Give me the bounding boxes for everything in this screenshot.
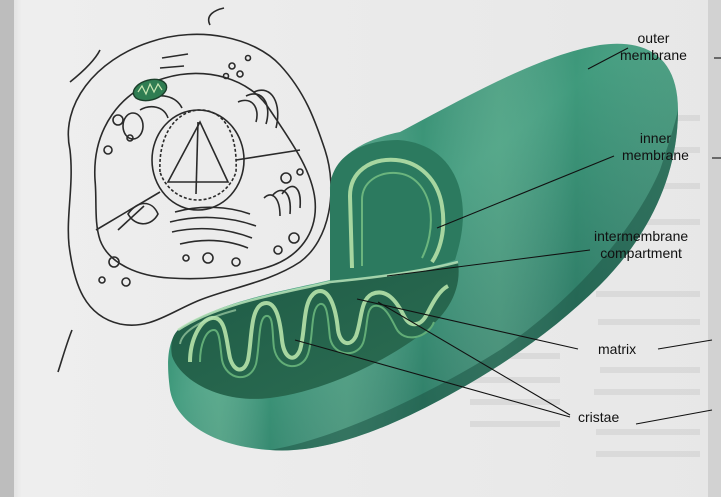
label-outer-membrane-line2: membrane — [620, 47, 687, 64]
label-intermembrane-line1: intermembrane — [594, 228, 688, 245]
label-inner-membrane: inner membrane — [622, 130, 689, 164]
label-outer-membrane-line1: outer — [620, 30, 687, 47]
label-intermembrane-line2: compartment — [594, 245, 688, 262]
page-left-edge — [0, 0, 14, 497]
label-matrix: matrix — [598, 341, 636, 358]
page-right-strip — [708, 0, 721, 497]
label-intermembrane-compartment: intermembrane compartment — [594, 228, 688, 262]
label-inner-membrane-line2: membrane — [622, 147, 689, 164]
label-inner-membrane-line1: inner — [622, 130, 689, 147]
label-cristae: cristae — [578, 409, 619, 426]
label-outer-membrane: outer membrane — [620, 30, 687, 64]
